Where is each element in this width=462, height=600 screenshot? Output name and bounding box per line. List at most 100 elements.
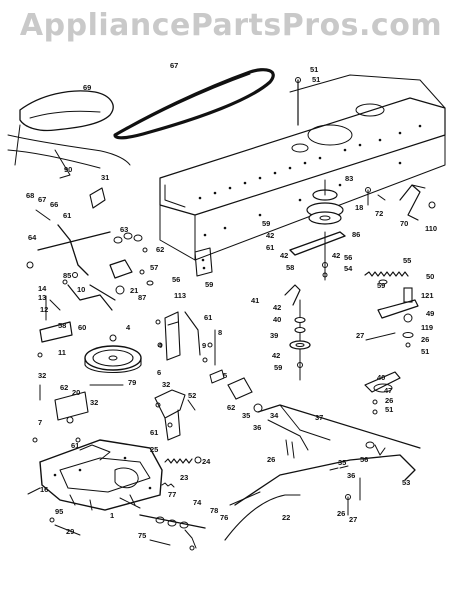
tension-spring [364,271,409,277]
part-label: 37 [315,413,323,422]
part-label: 55 [403,256,411,265]
part-label: 59 [274,363,282,372]
part-label: 56 [360,455,368,464]
part-label: 52 [188,391,196,400]
part-label: 113 [174,291,186,300]
brake-components-left [32,384,89,443]
part-label: 59 [262,219,270,228]
transaxle-housing [27,439,163,511]
rear-axle-parts [49,497,206,551]
part-label: 35 [242,411,250,420]
brake-bracket [154,389,196,441]
part-label: 9 [202,341,206,350]
part-label: 51 [421,347,429,356]
part-label: 85 [63,271,71,280]
part-label: 25 [150,445,158,454]
part-label: 56 [172,275,180,284]
part-label: 32 [90,398,98,407]
part-label: 34 [270,411,279,420]
part-label: 31 [101,173,109,182]
part-label: 42 [273,303,281,312]
part-label: 66 [50,200,58,209]
part-label: 42 [280,251,288,260]
part-label: 64 [28,233,37,242]
part-label: 12 [40,305,48,314]
part-label: 23 [180,473,188,482]
part-label: 32 [162,380,170,389]
part-label: 36 [253,423,261,432]
part-label: 20 [72,388,80,397]
part-label: 57 [150,263,158,272]
part-label: 119 [421,323,433,332]
part-label: 51 [310,65,318,74]
part-label: 8 [218,328,222,337]
bracket-31 [89,187,106,209]
chassis-frame [159,74,446,261]
part-label: 51 [385,405,393,414]
part-label: 10 [77,285,85,294]
part-label: 11 [58,348,66,357]
part-label: 63 [120,225,128,234]
part-label: 47 [384,386,392,395]
part-label: 26 [337,509,345,518]
part-label: 42 [332,251,340,260]
part-label: 72 [375,209,383,218]
part-label: 27 [356,331,364,340]
part-label: 7 [38,418,42,427]
part-label: 29 [66,527,74,536]
part-label: 16 [40,485,48,494]
idler-arm [289,231,346,281]
part-label: 50 [426,272,434,281]
part-label: 69 [83,83,91,92]
part-label: 36 [347,471,355,480]
seat-frame [7,90,131,179]
part-label: 58 [58,321,66,330]
part-label: 70 [400,219,408,228]
part-label: 77 [168,490,176,499]
part-label: 62 [156,245,164,254]
part-label: 51 [312,75,320,84]
part-label: 27 [349,515,357,524]
part-label: 40 [273,315,281,324]
part-label: 1 [110,511,114,520]
transmission-pulley [84,334,142,386]
part-label: 13 [38,293,46,302]
part-label: 14 [38,284,47,293]
part-label: 53 [402,478,410,487]
part-label: 26 [421,335,429,344]
part-label: 59 [377,281,385,290]
part-label: 41 [251,296,259,305]
part-label: 78 [210,506,218,515]
part-label: 110 [425,224,437,233]
part-label: 67 [38,195,46,204]
part-label: 68 [26,191,34,200]
part-label: 67 [170,61,178,70]
part-label: 42 [272,351,280,360]
part-label: 61 [150,428,158,437]
part-label: 56 [344,253,352,262]
part-label: 62 [227,403,235,412]
part-label: 83 [345,174,353,183]
part-label: 121 [421,291,434,300]
brake-rod [257,404,421,459]
part-label: 32 [38,371,46,380]
part-label: 62 [60,383,68,392]
watermark-logo: AppliancePartsPros.com [19,8,443,43]
part-label: 75 [138,531,146,540]
part-label: 42 [266,231,274,240]
part-label: 22 [282,513,290,522]
part-label: 49 [426,309,434,318]
part-label: 4 [158,341,163,350]
part-label: 18 [355,203,363,212]
part-label: 59 [205,280,213,289]
part-label: 40 [377,373,385,382]
belt-guide-roller [209,369,263,413]
idler-pulley-assembly [306,179,344,225]
part-label: 61 [266,243,274,252]
part-label: 61 [71,441,79,450]
part-label: 26 [267,455,275,464]
part-label: 60 [78,323,86,332]
part-label: 21 [130,286,138,295]
